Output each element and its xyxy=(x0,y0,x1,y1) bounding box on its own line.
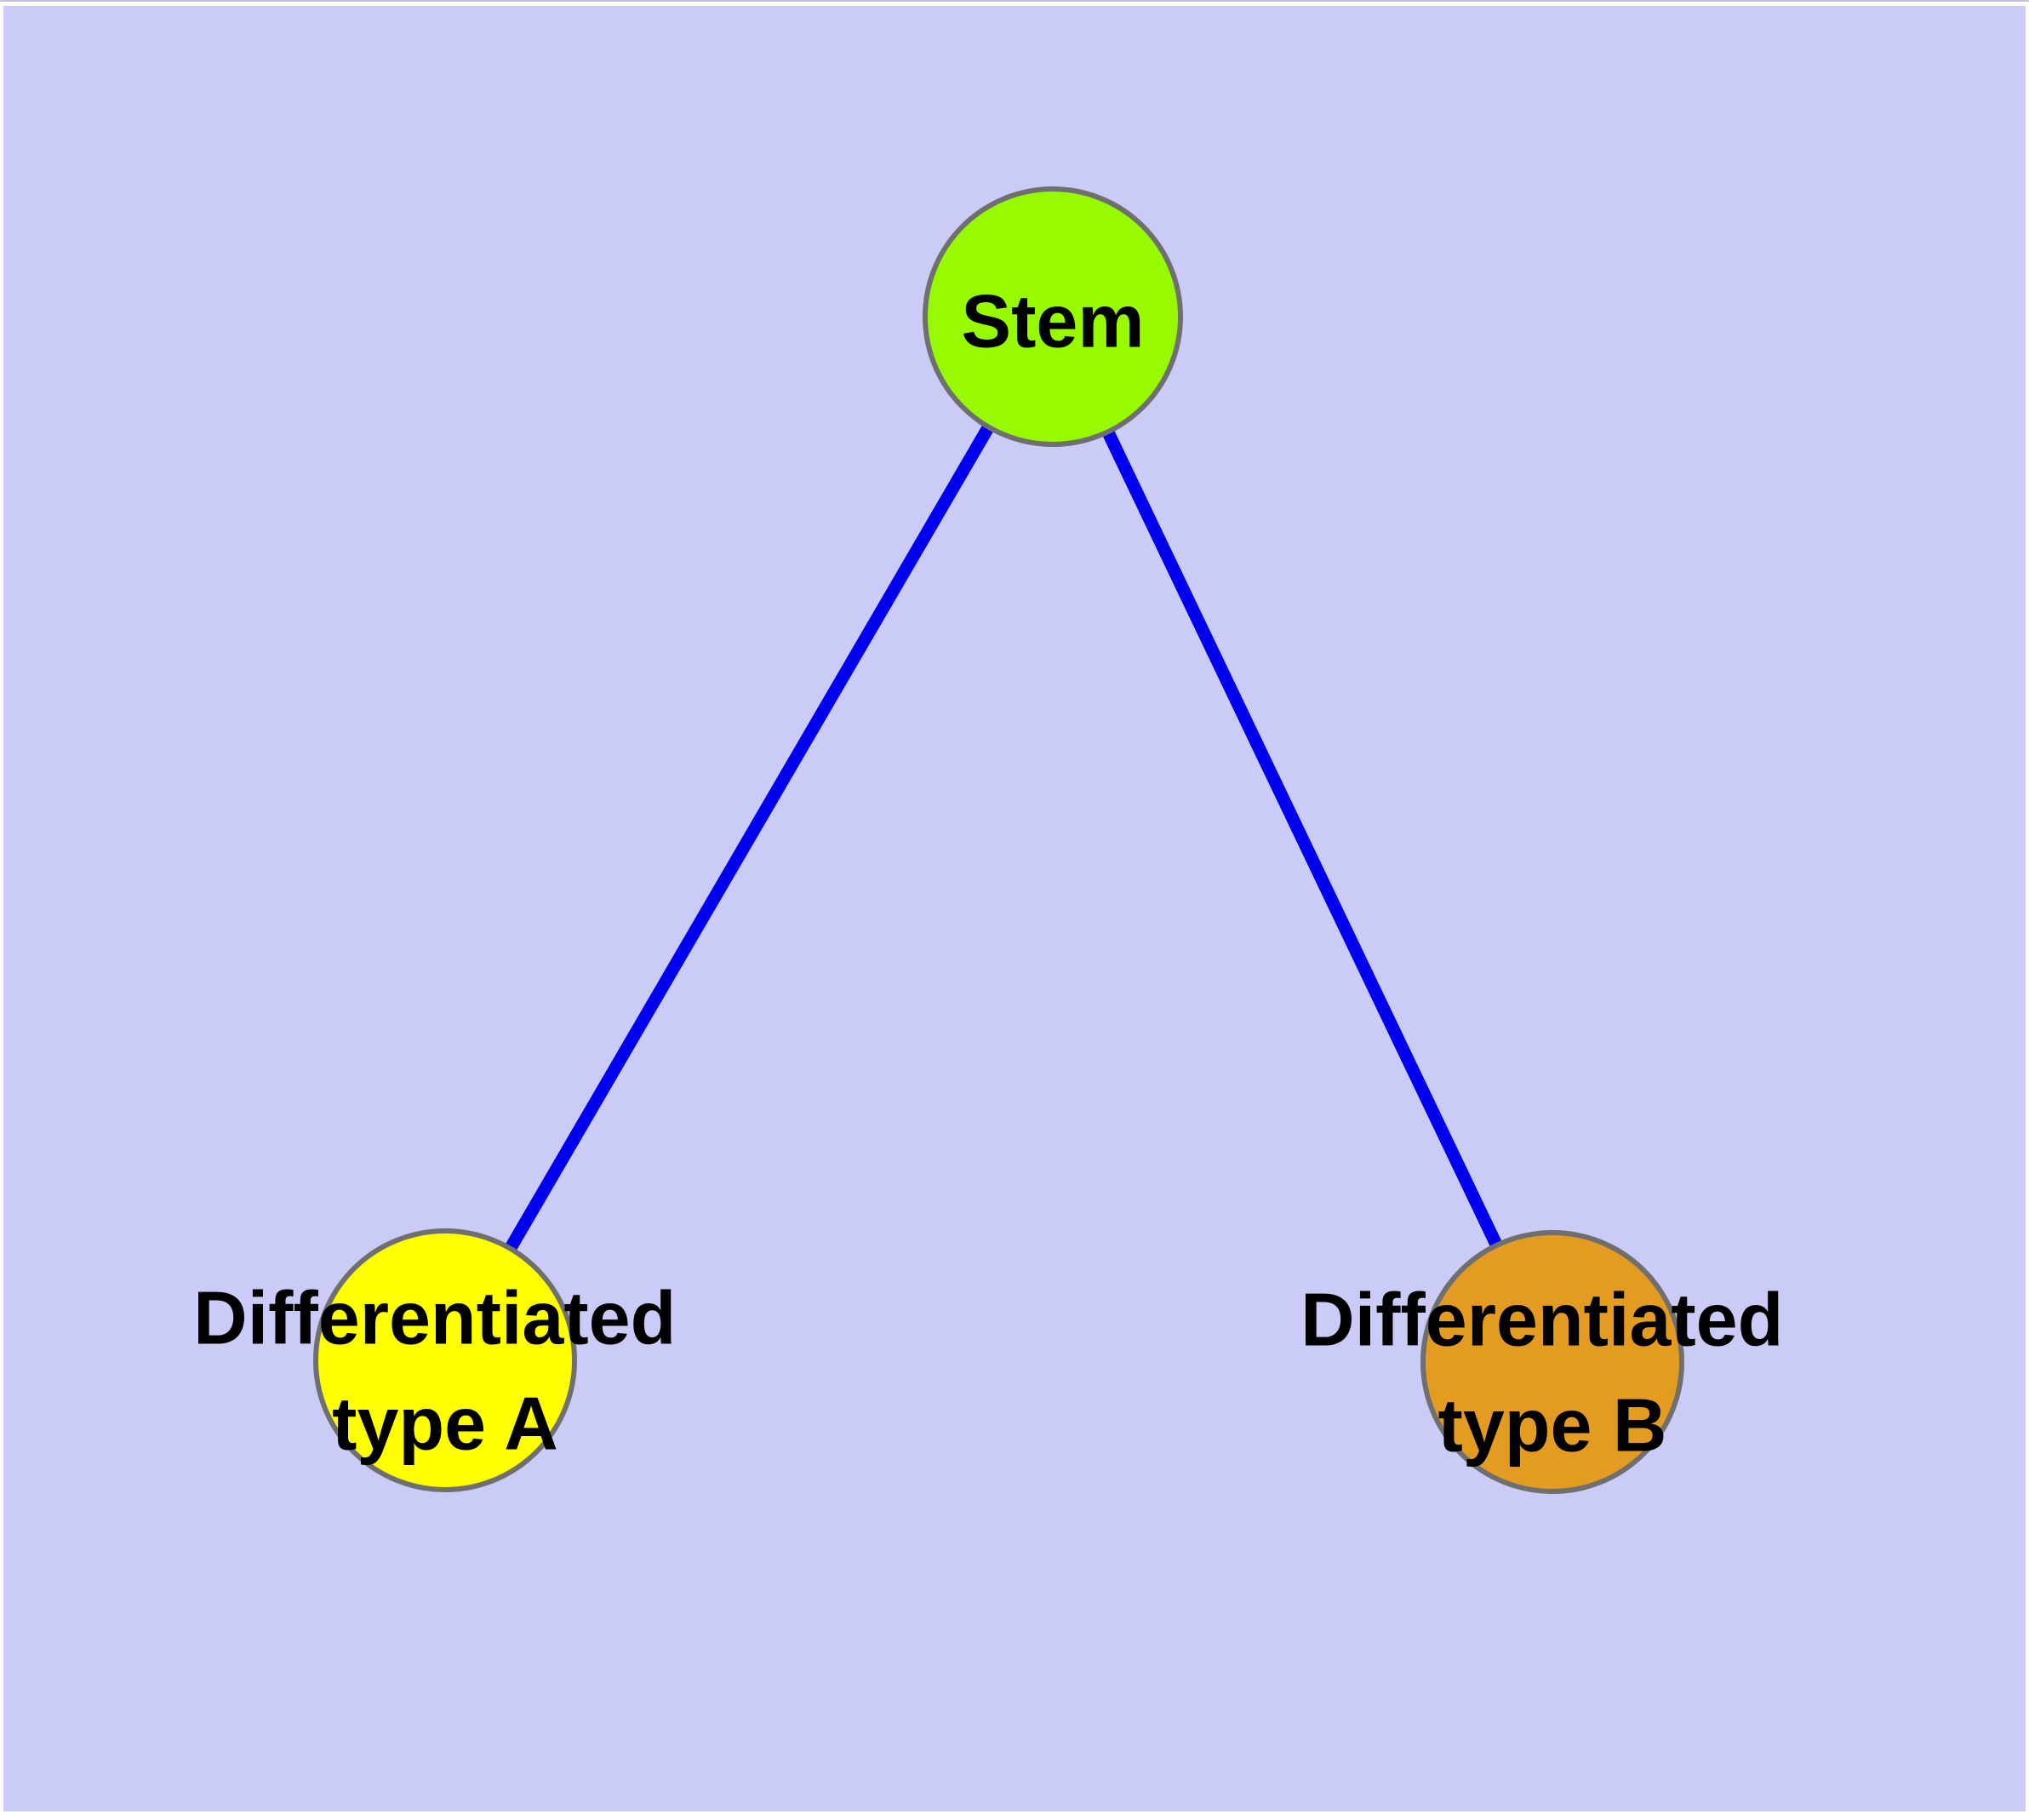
edge-stem-to-diff-b xyxy=(1047,313,1558,1365)
node-differentiated-type-b xyxy=(1420,1230,1684,1494)
frame-top-hairline xyxy=(0,0,2029,2)
node-stem xyxy=(923,186,1183,447)
node-diff-b-label-line1: Differentiated xyxy=(1300,1278,1783,1362)
node-differentiated-type-b-label: Differentiated type B xyxy=(1300,1251,1804,1468)
node-stem-label: Stem xyxy=(961,279,1144,363)
node-diff-b-label-line2: type B xyxy=(1438,1383,1667,1468)
node-differentiated-type-a-label: Differentiated type A xyxy=(193,1250,697,1466)
node-diff-a-label-line1: Differentiated xyxy=(193,1276,676,1360)
edge-stem-to-diff-a xyxy=(439,313,1059,1364)
node-differentiated-type-a xyxy=(313,1228,577,1492)
node-diff-a-label-line2: type A xyxy=(332,1382,558,1466)
